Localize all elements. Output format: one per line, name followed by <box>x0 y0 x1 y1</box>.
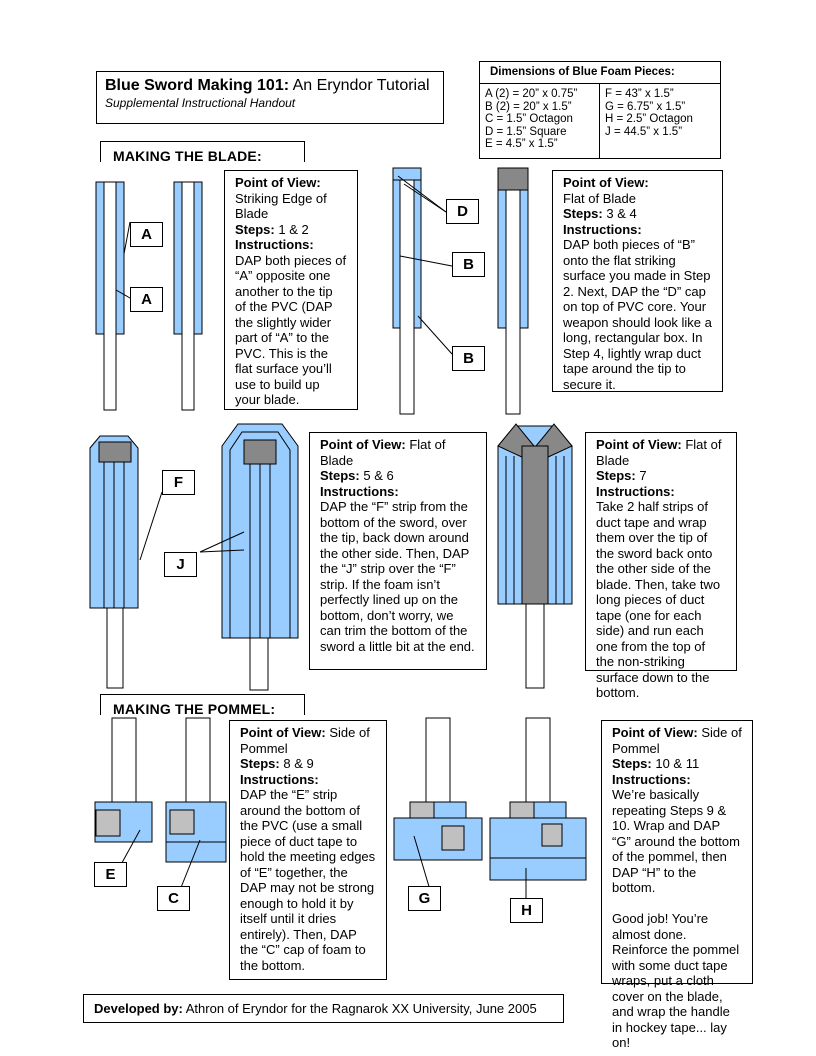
instructions-step-7: Point of View: Flat of Blade Steps: 7 In… <box>585 432 737 700</box>
label-a-upper: A <box>130 222 163 247</box>
dimension-item: A (2) = 20” x 0.75” <box>485 88 578 100</box>
dimension-item: J = 44.5” x 1.5” <box>605 125 683 138</box>
label-a-lower: A <box>130 287 163 312</box>
step3-illustration <box>392 167 453 415</box>
dimension-item: H = 2.5” Octagon <box>605 113 693 125</box>
dimensions-right-column: F = 43” x 1.5” G = 6.75” x 1.5” H = 2.5”… <box>600 84 698 159</box>
label-h: H <box>510 898 543 923</box>
step11-illustration <box>489 717 587 900</box>
step1-illustration <box>95 181 203 411</box>
dimensions-table: Dimensions of Blue Foam Pieces: A (2) = … <box>479 61 721 159</box>
label-b-lower: B <box>452 346 485 371</box>
label-f: F <box>162 470 195 495</box>
label-d: D <box>446 199 479 224</box>
dimensions-heading: Dimensions of Blue Foam Pieces: <box>480 62 720 84</box>
page-subtitle: Supplemental Instructional Handout <box>105 96 296 110</box>
step7-illustration <box>497 423 573 689</box>
instructions-step-8-9: Point of View: Side of Pommel Steps: 8 &… <box>229 720 387 980</box>
title-box: Blue Sword Making 101: An Eryndor Tutori… <box>96 71 444 124</box>
label-g: G <box>408 886 441 911</box>
step6-illustration <box>199 423 299 691</box>
dimension-item: F = 43” x 1.5” <box>605 88 674 100</box>
label-e: E <box>94 862 127 887</box>
label-c: C <box>157 886 190 911</box>
dimension-item: B (2) = 20” x 1.5” <box>485 100 572 113</box>
dimension-item: G = 6.75” x 1.5” <box>605 100 686 113</box>
page-title: Blue Sword Making 101: An Eryndor Tutori… <box>105 77 430 94</box>
instructions-step-10-11: Point of View: Side of Pommel Steps: 10 … <box>601 720 753 1050</box>
instructions-step-3-4: Point of View:Flat of Blade Steps: 3 & 4… <box>552 170 723 392</box>
dimension-item: C = 1.5” Octagon <box>485 113 573 125</box>
section-header-blade: MAKING THE BLADE: <box>100 141 305 162</box>
step10-illustration <box>393 717 483 891</box>
dimensions-left-column: A (2) = 20” x 0.75” B (2) = 20” x 1.5” C… <box>480 84 600 159</box>
step4-illustration <box>497 167 529 415</box>
step5-illustration <box>89 435 163 689</box>
label-b-upper: B <box>452 252 485 277</box>
instructions-step-5-6: Point of View: Flat of Blade Steps: 5 & … <box>309 432 487 670</box>
dimension-item: D = 1.5” Square <box>485 125 567 138</box>
label-j: J <box>164 552 197 577</box>
footer-credit: Developed by: Athron of Eryndor for the … <box>83 994 564 1023</box>
section-header-pommel: MAKING THE POMMEL: <box>100 694 305 715</box>
step9-illustration <box>165 717 227 891</box>
step8-illustration <box>94 717 153 871</box>
instructions-step-1-2: Point of View:Striking Edge of Blade Ste… <box>224 170 358 410</box>
dimension-item: E = 4.5” x 1.5” <box>485 138 558 150</box>
